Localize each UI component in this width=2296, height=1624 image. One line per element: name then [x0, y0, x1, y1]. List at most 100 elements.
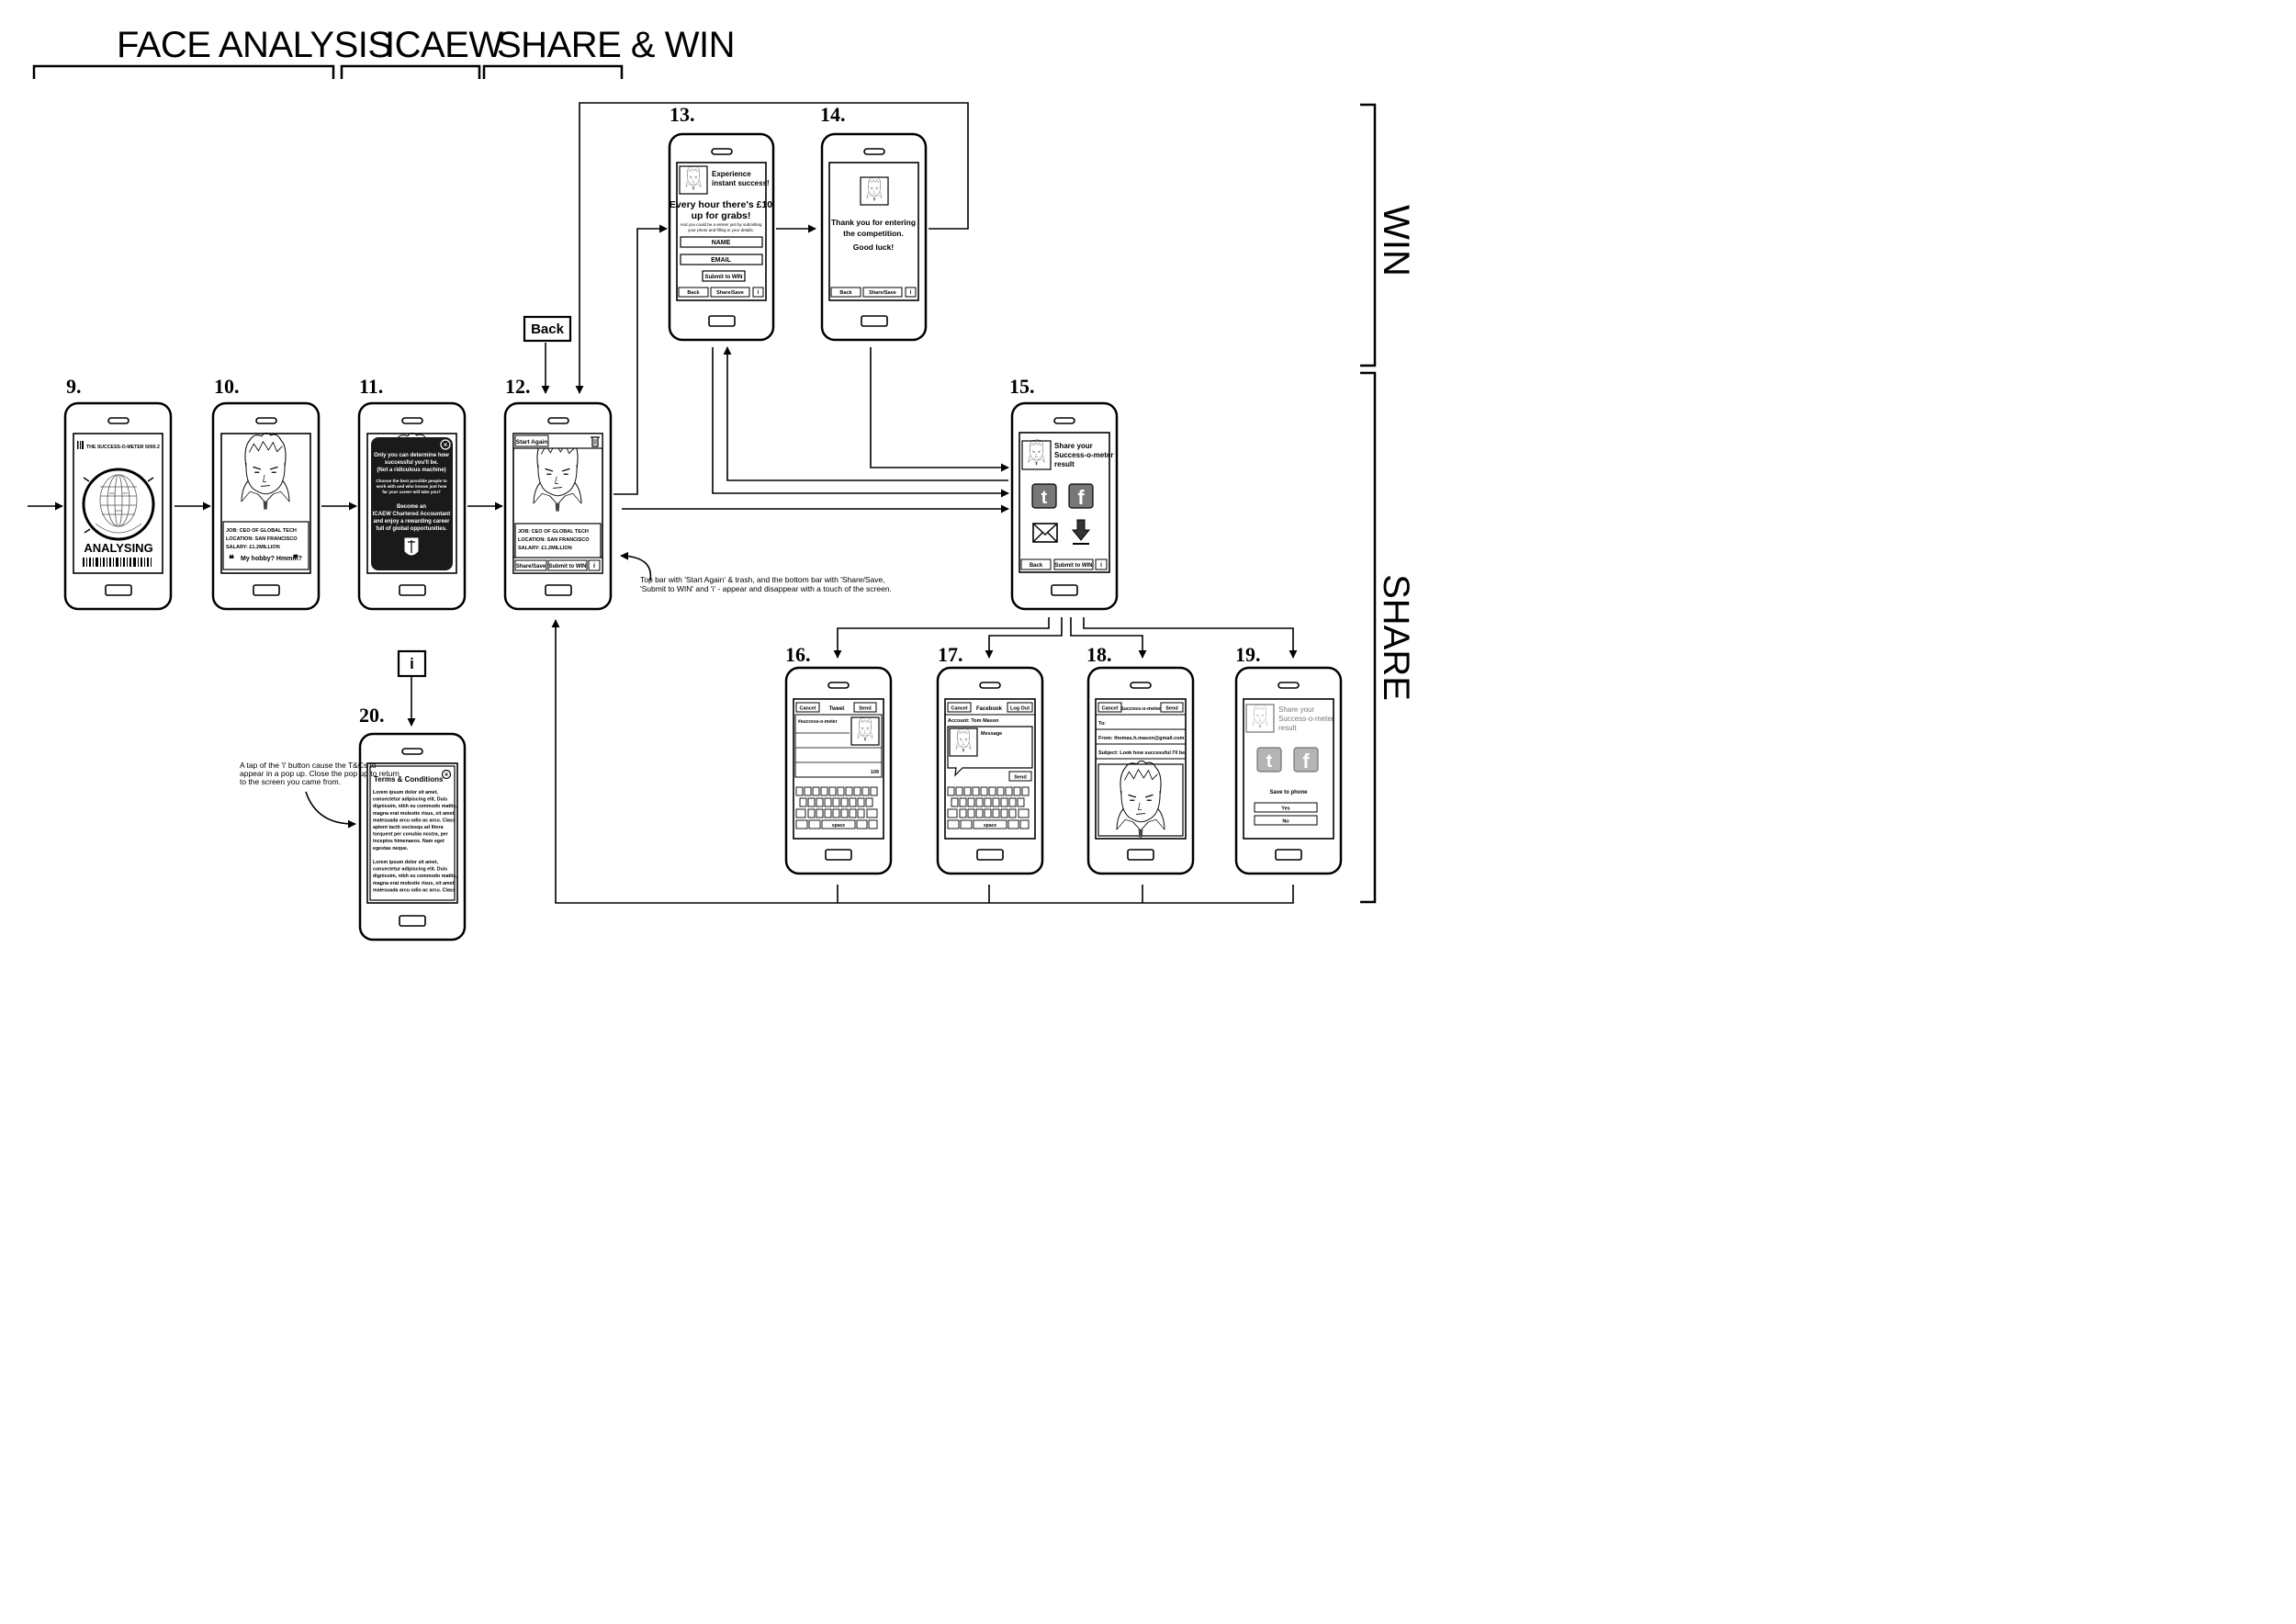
cancel-button[interactable] [1097, 702, 1122, 713]
share-heading: Success-o-meter [1278, 715, 1334, 723]
email-envelope-icon[interactable] [1032, 523, 1058, 543]
arrow-15-to-13 [723, 346, 1008, 481]
flow-connectors [28, 102, 1298, 904]
phone-19: Share your Success-o-meter result t f Sa… [1234, 666, 1343, 875]
barcode-icon [77, 441, 84, 449]
screen-number-12: 12. [505, 375, 531, 398]
start-again-button[interactable] [514, 434, 549, 447]
icaew-text-line: full of global opportunities. [376, 526, 447, 532]
send-button[interactable] [1160, 702, 1184, 713]
info-button[interactable] [588, 559, 601, 571]
section-share-win: SHARE & WIN [497, 25, 735, 65]
share-heading: result [1054, 460, 1075, 468]
share-save-button[interactable] [514, 559, 547, 571]
open-quote-icon: ❝ [229, 554, 234, 565]
section-win: WIN [1376, 205, 1416, 276]
name-input[interactable] [680, 236, 763, 248]
phone-14: Thank you for entering the competition. … [820, 132, 928, 342]
email-subject-field[interactable]: Subject: Look how successful I'll be [1098, 750, 1185, 756]
screen12-annotation: 'Submit to WIN' and 'i' - appear and dis… [640, 584, 892, 593]
keyboard[interactable] [947, 786, 1030, 829]
close-icon[interactable] [441, 769, 452, 780]
screen-number-labels: 9. 10. 11. 12. 13. 14. 15. 16. 17. 18. 1… [66, 103, 1261, 727]
log-out-label: Log Out [1010, 706, 1030, 712]
icaew-text-line: work with and who knows just how [376, 484, 447, 489]
download-icon[interactable] [1071, 519, 1091, 545]
screen13-description: your photo and filling in your details. [688, 228, 754, 232]
space-key-label: space [832, 823, 845, 829]
keyboard[interactable] [795, 786, 878, 829]
back-button[interactable] [830, 287, 861, 298]
icaew-text-line: (Not a ridiculous machine) [377, 468, 445, 473]
screen-number-14: 14. [820, 103, 846, 126]
phone-20: Terms & Conditions × Lorem ipsum dolor s… [358, 732, 467, 942]
send-button[interactable] [1008, 771, 1032, 782]
name-placeholder: NAME [712, 240, 731, 246]
submit-to-win-button[interactable] [702, 270, 746, 282]
share-heading: Share your [1054, 442, 1093, 450]
facebook-icon[interactable]: f [1068, 483, 1094, 509]
screen20-annotation: to the screen you came from. [240, 777, 341, 786]
icaew-text-line: Choose the best possible people to [376, 479, 447, 483]
info-button[interactable] [752, 287, 764, 298]
cancel-button[interactable] [795, 702, 820, 713]
close-icon[interactable] [440, 439, 451, 450]
screen13-prize: up for grabs! [692, 210, 751, 221]
submit-to-win-button[interactable] [547, 559, 588, 571]
phone-16: Cancel Tweet Send #success-o-meter 109 s… [784, 666, 893, 875]
arrow-14-to-15 [870, 347, 1009, 472]
cancel-button[interactable] [947, 702, 972, 713]
back-trigger-label: Back [531, 321, 565, 337]
barcode-icon [83, 558, 152, 567]
section-share: SHARE [1376, 574, 1416, 701]
analysing-status: ANALYSING [84, 541, 152, 555]
submit-to-win-button[interactable] [1053, 558, 1094, 570]
terms-text-line: egestas neque. [373, 846, 409, 851]
terms-text-line: Lorem ipsum dolor sit amet, [373, 790, 438, 795]
arrow-share-screens-to-12 [556, 620, 1294, 904]
terms-text-line: malesuada arcu odio ac arcu. Class [373, 887, 456, 893]
yes-button[interactable] [1254, 802, 1318, 813]
back-button[interactable] [678, 287, 709, 298]
facebook-title: Facebook [976, 706, 1003, 712]
screen-number-18: 18. [1086, 643, 1112, 666]
send-label: Send [1014, 775, 1026, 781]
send-button[interactable] [853, 702, 877, 713]
icaew-text-line: far your career will take you? [382, 490, 441, 494]
info-button[interactable] [905, 287, 917, 298]
info-label: i [1100, 562, 1102, 569]
terms-text-line: dignissim, nibh eu commodo mattis, [373, 804, 457, 809]
email-to-field[interactable]: To: [1098, 721, 1106, 727]
trash-icon[interactable] [591, 436, 600, 447]
info-label: i [593, 563, 595, 570]
close-quote-icon: ❞ [293, 554, 298, 565]
icaew-text-line: Only you can determine how [374, 453, 449, 458]
twitter-icon[interactable]: t [1031, 483, 1057, 509]
svg-text:×: × [444, 443, 447, 449]
back-button[interactable] [1020, 558, 1052, 570]
no-button[interactable] [1254, 815, 1318, 826]
annotations: Top bar with 'Start Again' & trash, and … [240, 575, 892, 786]
terms-text-line: magna erat molestie risus, sit amet [373, 881, 455, 886]
email-input[interactable] [680, 254, 763, 265]
log-out-button[interactable] [1007, 702, 1033, 713]
bracket-icaew [340, 64, 481, 79]
send-label: Send [859, 706, 871, 712]
terms-text-line: consectetur adipiscing elit. Duis [373, 797, 447, 803]
share-save-button[interactable] [710, 287, 750, 298]
back-trigger-box [523, 315, 572, 343]
share-heading: result [1278, 724, 1297, 732]
icaew-text-line: successful you'll be. [385, 460, 439, 466]
start-again-label: Start Again [516, 439, 547, 445]
info-button[interactable] [1095, 558, 1108, 570]
svg-text:f: f [1302, 750, 1310, 773]
terms-text-line: inceptos himenaeos. Nam eget [373, 839, 445, 844]
section-face-analysis: FACE ANALYSIS [117, 25, 392, 65]
icaew-popup [371, 437, 453, 570]
info-trigger-box [397, 649, 427, 678]
terms-paragraph-2: Lorem ipsum dolor sit amet,consectetur a… [373, 860, 457, 893]
profile-location: LOCATION: SAN FRANCISCO [518, 537, 590, 543]
arrow-note-to-12 [620, 551, 652, 581]
share-save-button[interactable] [862, 287, 903, 298]
cancel-label: Cancel [951, 706, 968, 712]
